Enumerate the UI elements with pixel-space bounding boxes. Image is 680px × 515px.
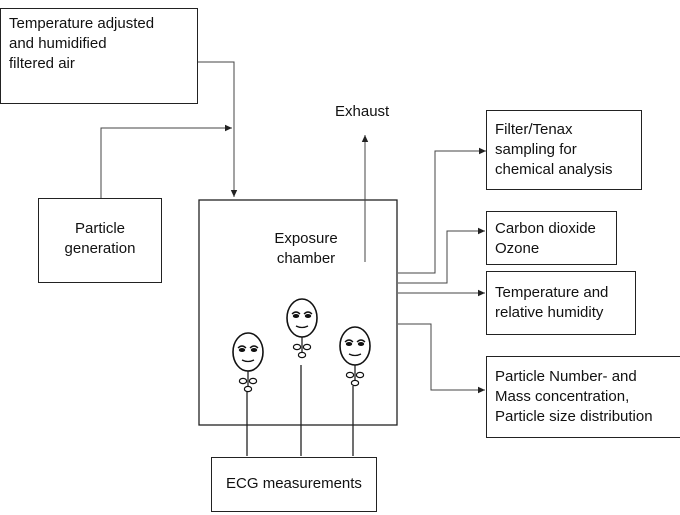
exhaust-label: Exhaust — [335, 103, 390, 120]
subject-middle-icon — [286, 298, 318, 359]
sampling-line-particles — [398, 323, 485, 394]
output-box-co2-ozone: Carbon dioxide Ozone — [486, 211, 617, 265]
subject-right-icon — [339, 326, 371, 387]
air-supply-line — [198, 61, 238, 197]
output-box-particle-measurements: Particle Number- and Mass concentration,… — [486, 356, 680, 438]
output-box-temperature-humidity: Temperature and relative humidity — [486, 271, 636, 335]
ecg-measurements-box: ECG measurements — [211, 457, 377, 512]
sampling-line-co2 — [398, 227, 485, 284]
subject-left-icon — [232, 332, 264, 393]
particle-generation-box: Particle generation — [38, 198, 162, 283]
sampling-line-filter — [398, 147, 486, 274]
exposure-chamber-label: Exposure chamber — [274, 230, 338, 267]
exposure-chamber-box — [198, 199, 398, 426]
particle-feed-line — [100, 124, 232, 198]
output-box-chemical-sampling: Filter/Tenax sampling for chemical analy… — [486, 110, 642, 190]
filtered-air-box: Temperature adjusted and humidified filt… — [0, 8, 198, 104]
